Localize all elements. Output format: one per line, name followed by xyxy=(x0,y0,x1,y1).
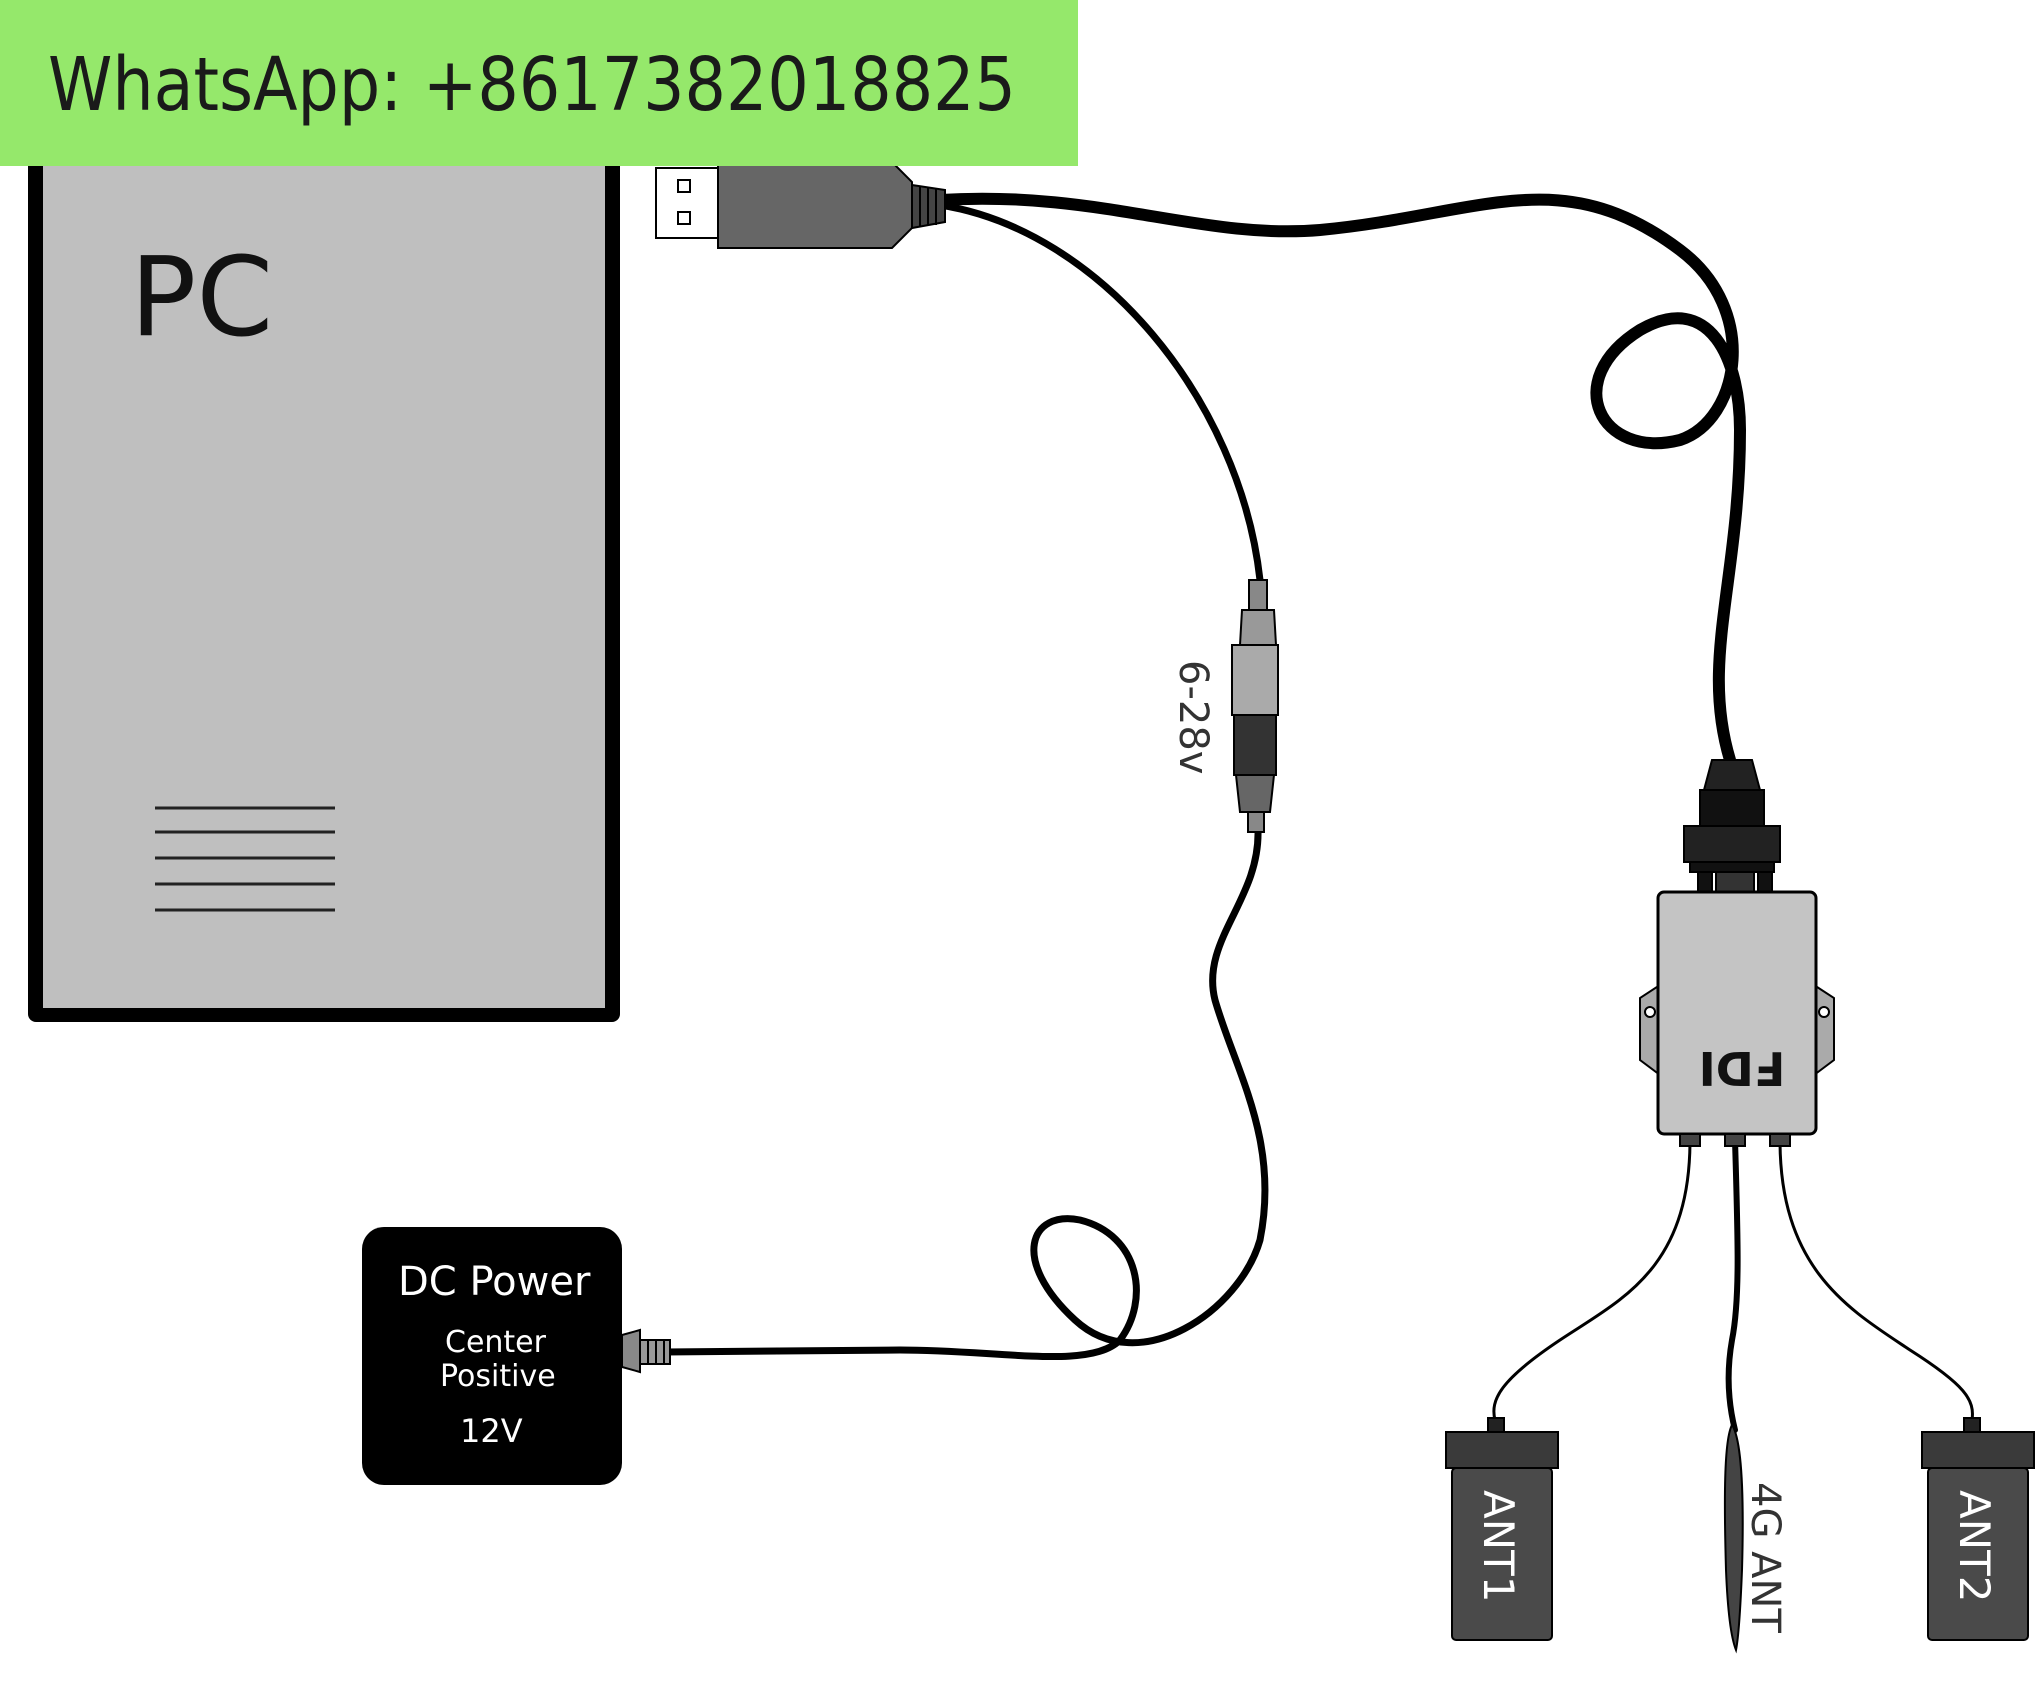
ant2-cap xyxy=(1921,1431,2035,1469)
dc-power-body xyxy=(362,1227,622,1485)
voltage-label: 6-28v xyxy=(1170,660,1216,774)
cables xyxy=(661,192,1974,1433)
antenna-4g: 4G ANT xyxy=(1723,1423,1788,1654)
pc-tower: PC xyxy=(28,150,620,1022)
pc-label: PC xyxy=(130,233,273,361)
fdi-device: FDI xyxy=(1639,759,1835,1147)
whatsapp-banner: WhatsApp: +8617382018825 xyxy=(0,0,1078,166)
ant4g-cable xyxy=(1725,1137,1741,1433)
db9-connector xyxy=(1683,759,1781,895)
pc-vent-icon xyxy=(155,806,335,912)
ant1-body xyxy=(1451,1467,1553,1641)
ant4g-whip xyxy=(1723,1423,1744,1654)
device-ports xyxy=(1679,1133,1791,1147)
usb-metal-tip xyxy=(655,167,719,239)
ant4g-label: 4G ANT xyxy=(1742,1482,1788,1633)
dc-power-line1: Center xyxy=(445,1325,547,1360)
banner-text: WhatsApp: +8617382018825 xyxy=(48,42,1016,128)
dc-power-line2: Positive xyxy=(440,1359,556,1394)
ant2-label: ANT2 xyxy=(1950,1490,1999,1603)
ant1-cable xyxy=(1492,1138,1692,1422)
ant2-cable xyxy=(1778,1138,1974,1422)
device-label: FDI xyxy=(1699,1041,1786,1095)
dc-power-adapter: DC Power Center Positive 12V xyxy=(362,1227,671,1485)
pc-face xyxy=(43,150,605,1008)
banner-background xyxy=(0,0,1078,166)
ant2-body xyxy=(1927,1467,2029,1641)
usb-plug xyxy=(655,161,946,249)
device-body xyxy=(1656,890,1818,1136)
power-cable xyxy=(661,826,1269,1361)
usb-data-cable xyxy=(934,192,1747,766)
barrel-connector xyxy=(1231,579,1279,833)
usb-plug-body xyxy=(717,161,913,249)
antenna-1: ANT1 xyxy=(1445,1417,1559,1641)
antenna-2: ANT2 xyxy=(1921,1417,2035,1641)
ant1-cap xyxy=(1445,1431,1559,1469)
dc-power-plug xyxy=(621,1328,671,1374)
dc-power-title: DC Power xyxy=(398,1259,591,1305)
ant1-label: ANT1 xyxy=(1474,1490,1523,1603)
power-branch-cable xyxy=(936,201,1264,584)
dc-power-voltage: 12V xyxy=(460,1412,523,1450)
